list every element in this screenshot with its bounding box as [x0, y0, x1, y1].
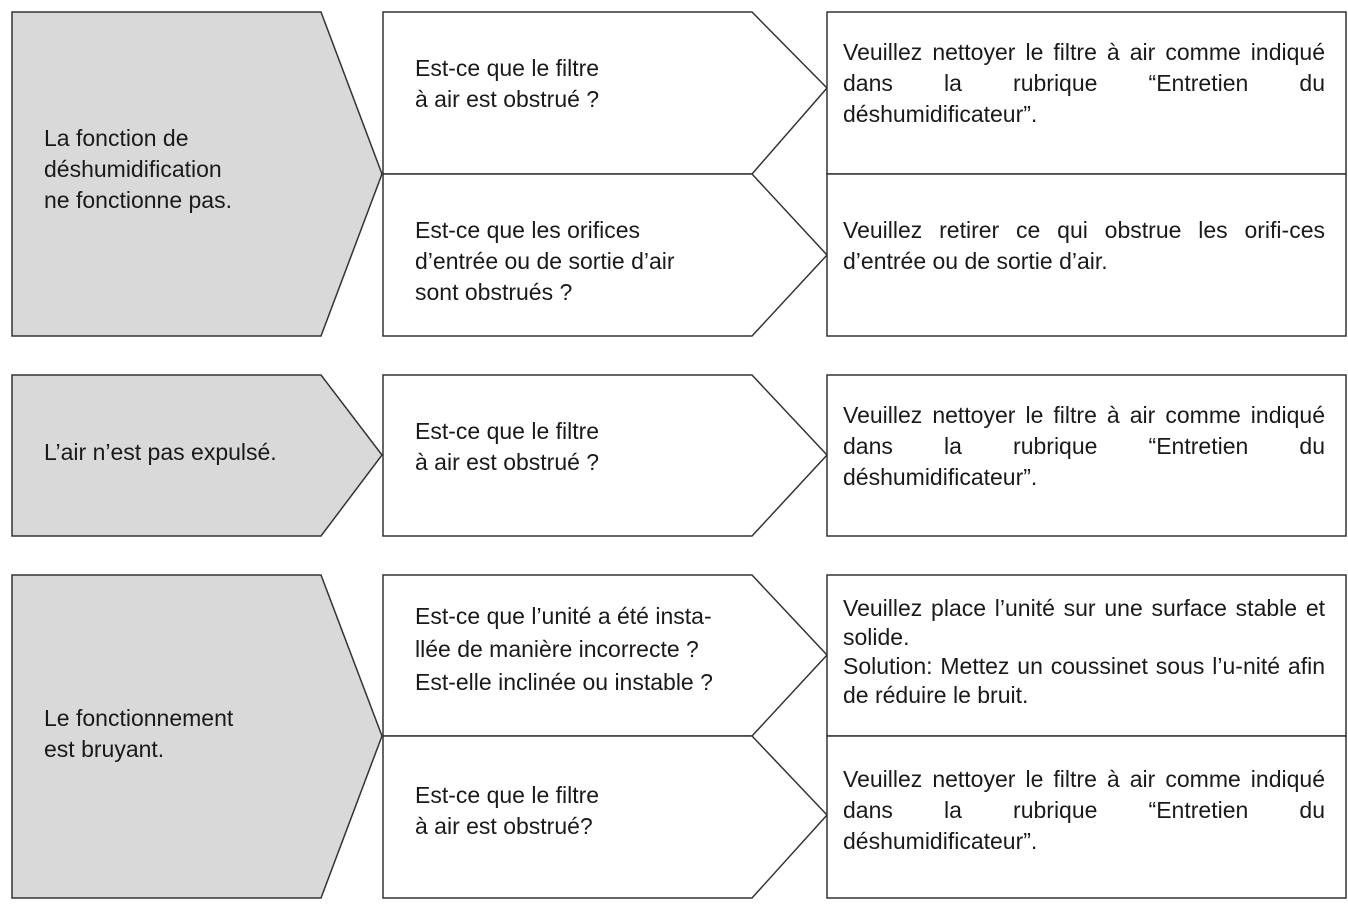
question-shape-1-1	[382, 11, 829, 175]
problem-shape-1	[11, 11, 383, 337]
question-shape-3-2	[382, 735, 829, 899]
solution-box-3-1	[826, 574, 1347, 737]
problem-text-3: Le fonctionnement est bruyant.	[44, 705, 234, 762]
solution-box-1-2	[826, 173, 1347, 337]
solution-text-1-1: Veuillez nettoyer le filtre à air comme …	[843, 39, 1325, 127]
solution-text-1-2: Veuillez retirer ce qui obstrue les orif…	[843, 217, 1325, 274]
question-text-3-2: Est-ce que le filtre à air est obstrué?	[415, 782, 600, 839]
solution-box-2-1	[826, 374, 1347, 537]
problem-shape-3	[11, 574, 383, 899]
problem-text-1: La fonction de déshumidification ne fonc…	[44, 125, 232, 213]
question-text-3-1: Est-ce que l’unité a été insta- llée de …	[415, 603, 713, 695]
solution-box-1-1	[826, 11, 1347, 175]
question-shape-3-1	[382, 574, 829, 737]
question-text-1-2: Est-ce que les orifices d’entrée ou de s…	[415, 217, 675, 305]
question-shape-2-1	[382, 374, 829, 537]
solution-text-3-2: Veuillez nettoyer le filtre à air comme …	[843, 766, 1325, 854]
solution-text-2-1: Veuillez nettoyer le filtre à air comme …	[843, 402, 1325, 490]
question-text-1-1: Est-ce que le filtre à air est obstrué ?	[415, 55, 600, 112]
problem-text-2: L’air n’est pas expulsé.	[44, 439, 277, 465]
question-shape-1-2	[382, 173, 829, 337]
solution-box-3-2	[826, 735, 1347, 899]
solution-text-3-1: Veuillez place l’unité sur une surface s…	[843, 595, 1325, 708]
problem-shape-2	[11, 374, 383, 537]
question-text-2-1: Est-ce que le filtre à air est obstrué ?	[415, 418, 600, 475]
